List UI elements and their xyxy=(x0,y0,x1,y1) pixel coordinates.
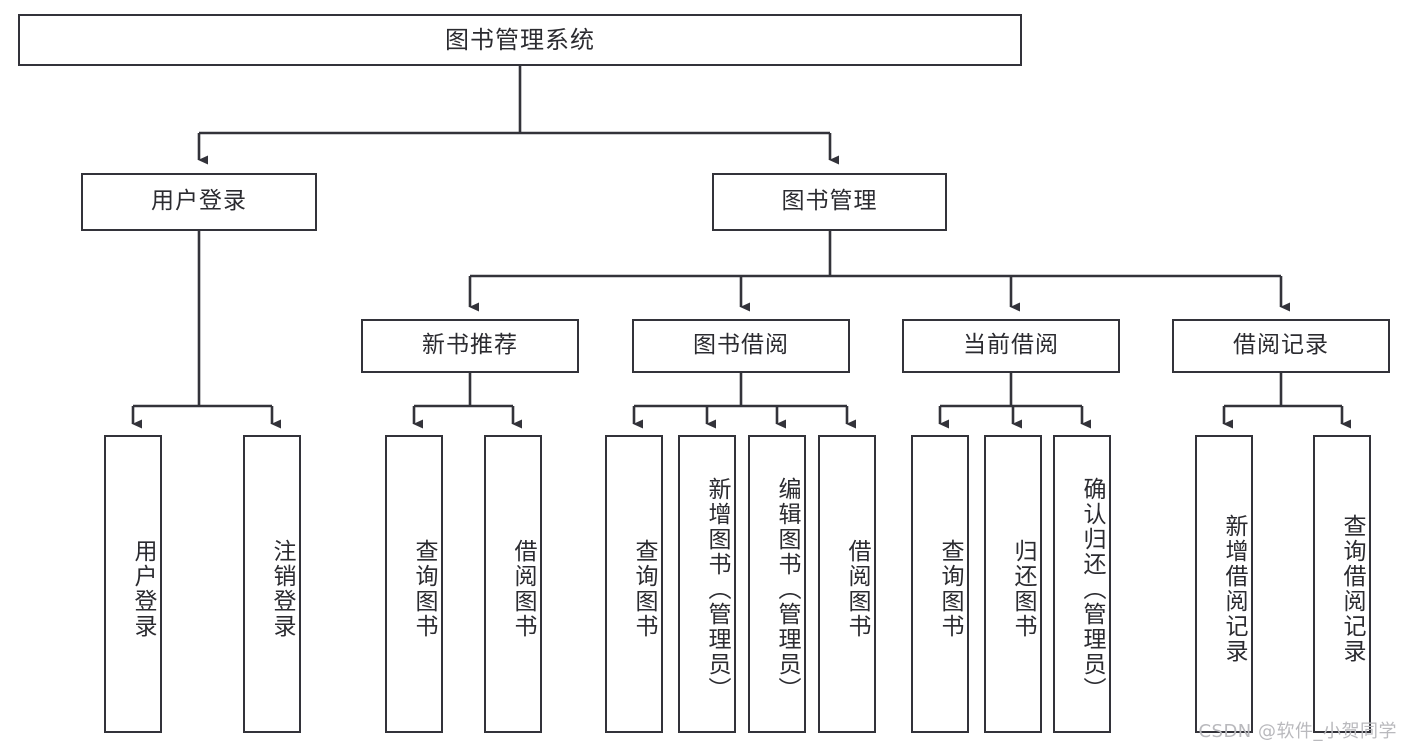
node-leaf-user-logout[interactable]: 注销登录 xyxy=(243,435,301,733)
node-leaf-edit-book-admin[interactable]: 编辑图书（管理员） xyxy=(748,435,806,733)
node-current-borrow[interactable]: 当前借阅 xyxy=(902,319,1120,373)
node-leaf-user-login-label: 用户登录 xyxy=(130,539,156,639)
node-leaf-borrow-book-label: 借阅图书 xyxy=(844,539,870,639)
node-leaf-query-book-rec[interactable]: 查询图书 xyxy=(385,435,443,733)
node-leaf-confirm-return-admin-label: 确认归还（管理员） xyxy=(1079,476,1105,702)
node-user-login-label: 用户登录 xyxy=(151,188,247,215)
node-new-book-recommend-label: 新书推荐 xyxy=(422,332,518,359)
node-leaf-borrow-book-rec[interactable]: 借阅图书 xyxy=(484,435,542,733)
node-leaf-return-book-label: 归还图书 xyxy=(1010,539,1036,639)
node-borrow-record-label: 借阅记录 xyxy=(1233,332,1329,359)
node-leaf-query-borrow-record[interactable]: 查询借阅记录 xyxy=(1313,435,1371,733)
node-leaf-query-book-rec-label: 查询图书 xyxy=(411,539,437,639)
node-leaf-borrow-book[interactable]: 借阅图书 xyxy=(818,435,876,733)
node-leaf-edit-book-admin-label: 编辑图书（管理员） xyxy=(774,476,800,702)
node-book-manage[interactable]: 图书管理 xyxy=(712,173,947,231)
node-borrow-record[interactable]: 借阅记录 xyxy=(1172,319,1390,373)
node-leaf-borrow-book-rec-label: 借阅图书 xyxy=(510,539,536,639)
node-leaf-query-borrow-record-label: 查询借阅记录 xyxy=(1339,514,1365,664)
node-leaf-query-book-cur[interactable]: 查询图书 xyxy=(911,435,969,733)
node-new-book-recommend[interactable]: 新书推荐 xyxy=(361,319,579,373)
csdn-watermark: CSDN @软件_小贺同学 xyxy=(1198,721,1397,742)
node-leaf-query-book[interactable]: 查询图书 xyxy=(605,435,663,733)
node-root-label: 图书管理系统 xyxy=(445,25,595,54)
node-book-borrow-label: 图书借阅 xyxy=(693,332,789,359)
node-leaf-add-borrow-record-label: 新增借阅记录 xyxy=(1221,514,1247,664)
node-leaf-user-logout-label: 注销登录 xyxy=(269,539,295,639)
node-current-borrow-label: 当前借阅 xyxy=(963,332,1059,359)
node-leaf-add-borrow-record[interactable]: 新增借阅记录 xyxy=(1195,435,1253,733)
node-user-login[interactable]: 用户登录 xyxy=(81,173,317,231)
node-root[interactable]: 图书管理系统 xyxy=(18,14,1022,66)
node-leaf-confirm-return-admin[interactable]: 确认归还（管理员） xyxy=(1053,435,1111,733)
node-leaf-query-book-cur-label: 查询图书 xyxy=(937,539,963,639)
node-leaf-return-book[interactable]: 归还图书 xyxy=(984,435,1042,733)
node-book-borrow[interactable]: 图书借阅 xyxy=(632,319,850,373)
node-leaf-add-book-admin-label: 新增图书（管理员） xyxy=(704,476,730,702)
node-leaf-user-login[interactable]: 用户登录 xyxy=(104,435,162,733)
node-leaf-query-book-label: 查询图书 xyxy=(631,539,657,639)
node-book-manage-label: 图书管理 xyxy=(781,188,878,215)
node-leaf-add-book-admin[interactable]: 新增图书（管理员） xyxy=(678,435,736,733)
